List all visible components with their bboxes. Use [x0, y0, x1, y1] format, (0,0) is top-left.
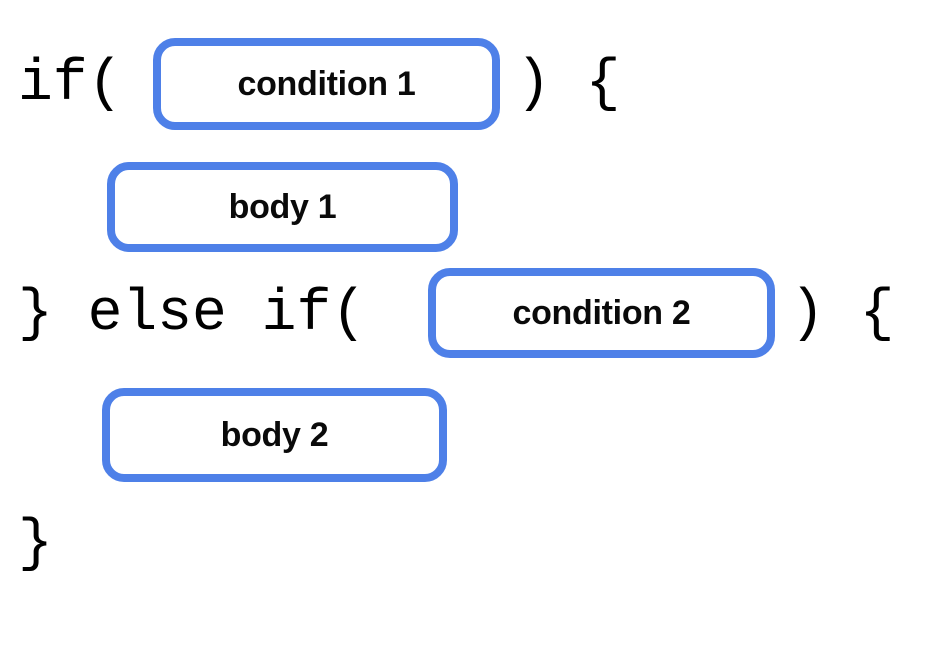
code-token-close-paren-open-brace-1: ) {	[516, 52, 621, 117]
code-token-close-paren-open-brace-2: ) {	[790, 282, 895, 347]
code-token-close-brace-else-if-open-paren: } else if(	[18, 282, 367, 347]
slot-body-2-label: body 2	[220, 416, 329, 454]
code-token-if-open-paren: if(	[18, 52, 123, 117]
slot-body-1-label: body 1	[228, 188, 337, 226]
slot-condition-2[interactable]: condition 2	[428, 268, 775, 358]
slot-body-2[interactable]: body 2	[102, 388, 447, 482]
slot-body-1[interactable]: body 1	[107, 162, 458, 252]
slot-condition-2-label: condition 2	[512, 294, 691, 332]
slot-condition-1[interactable]: condition 1	[153, 38, 500, 130]
slot-condition-1-label: condition 1	[237, 65, 416, 103]
code-token-final-close-brace: }	[18, 512, 53, 577]
